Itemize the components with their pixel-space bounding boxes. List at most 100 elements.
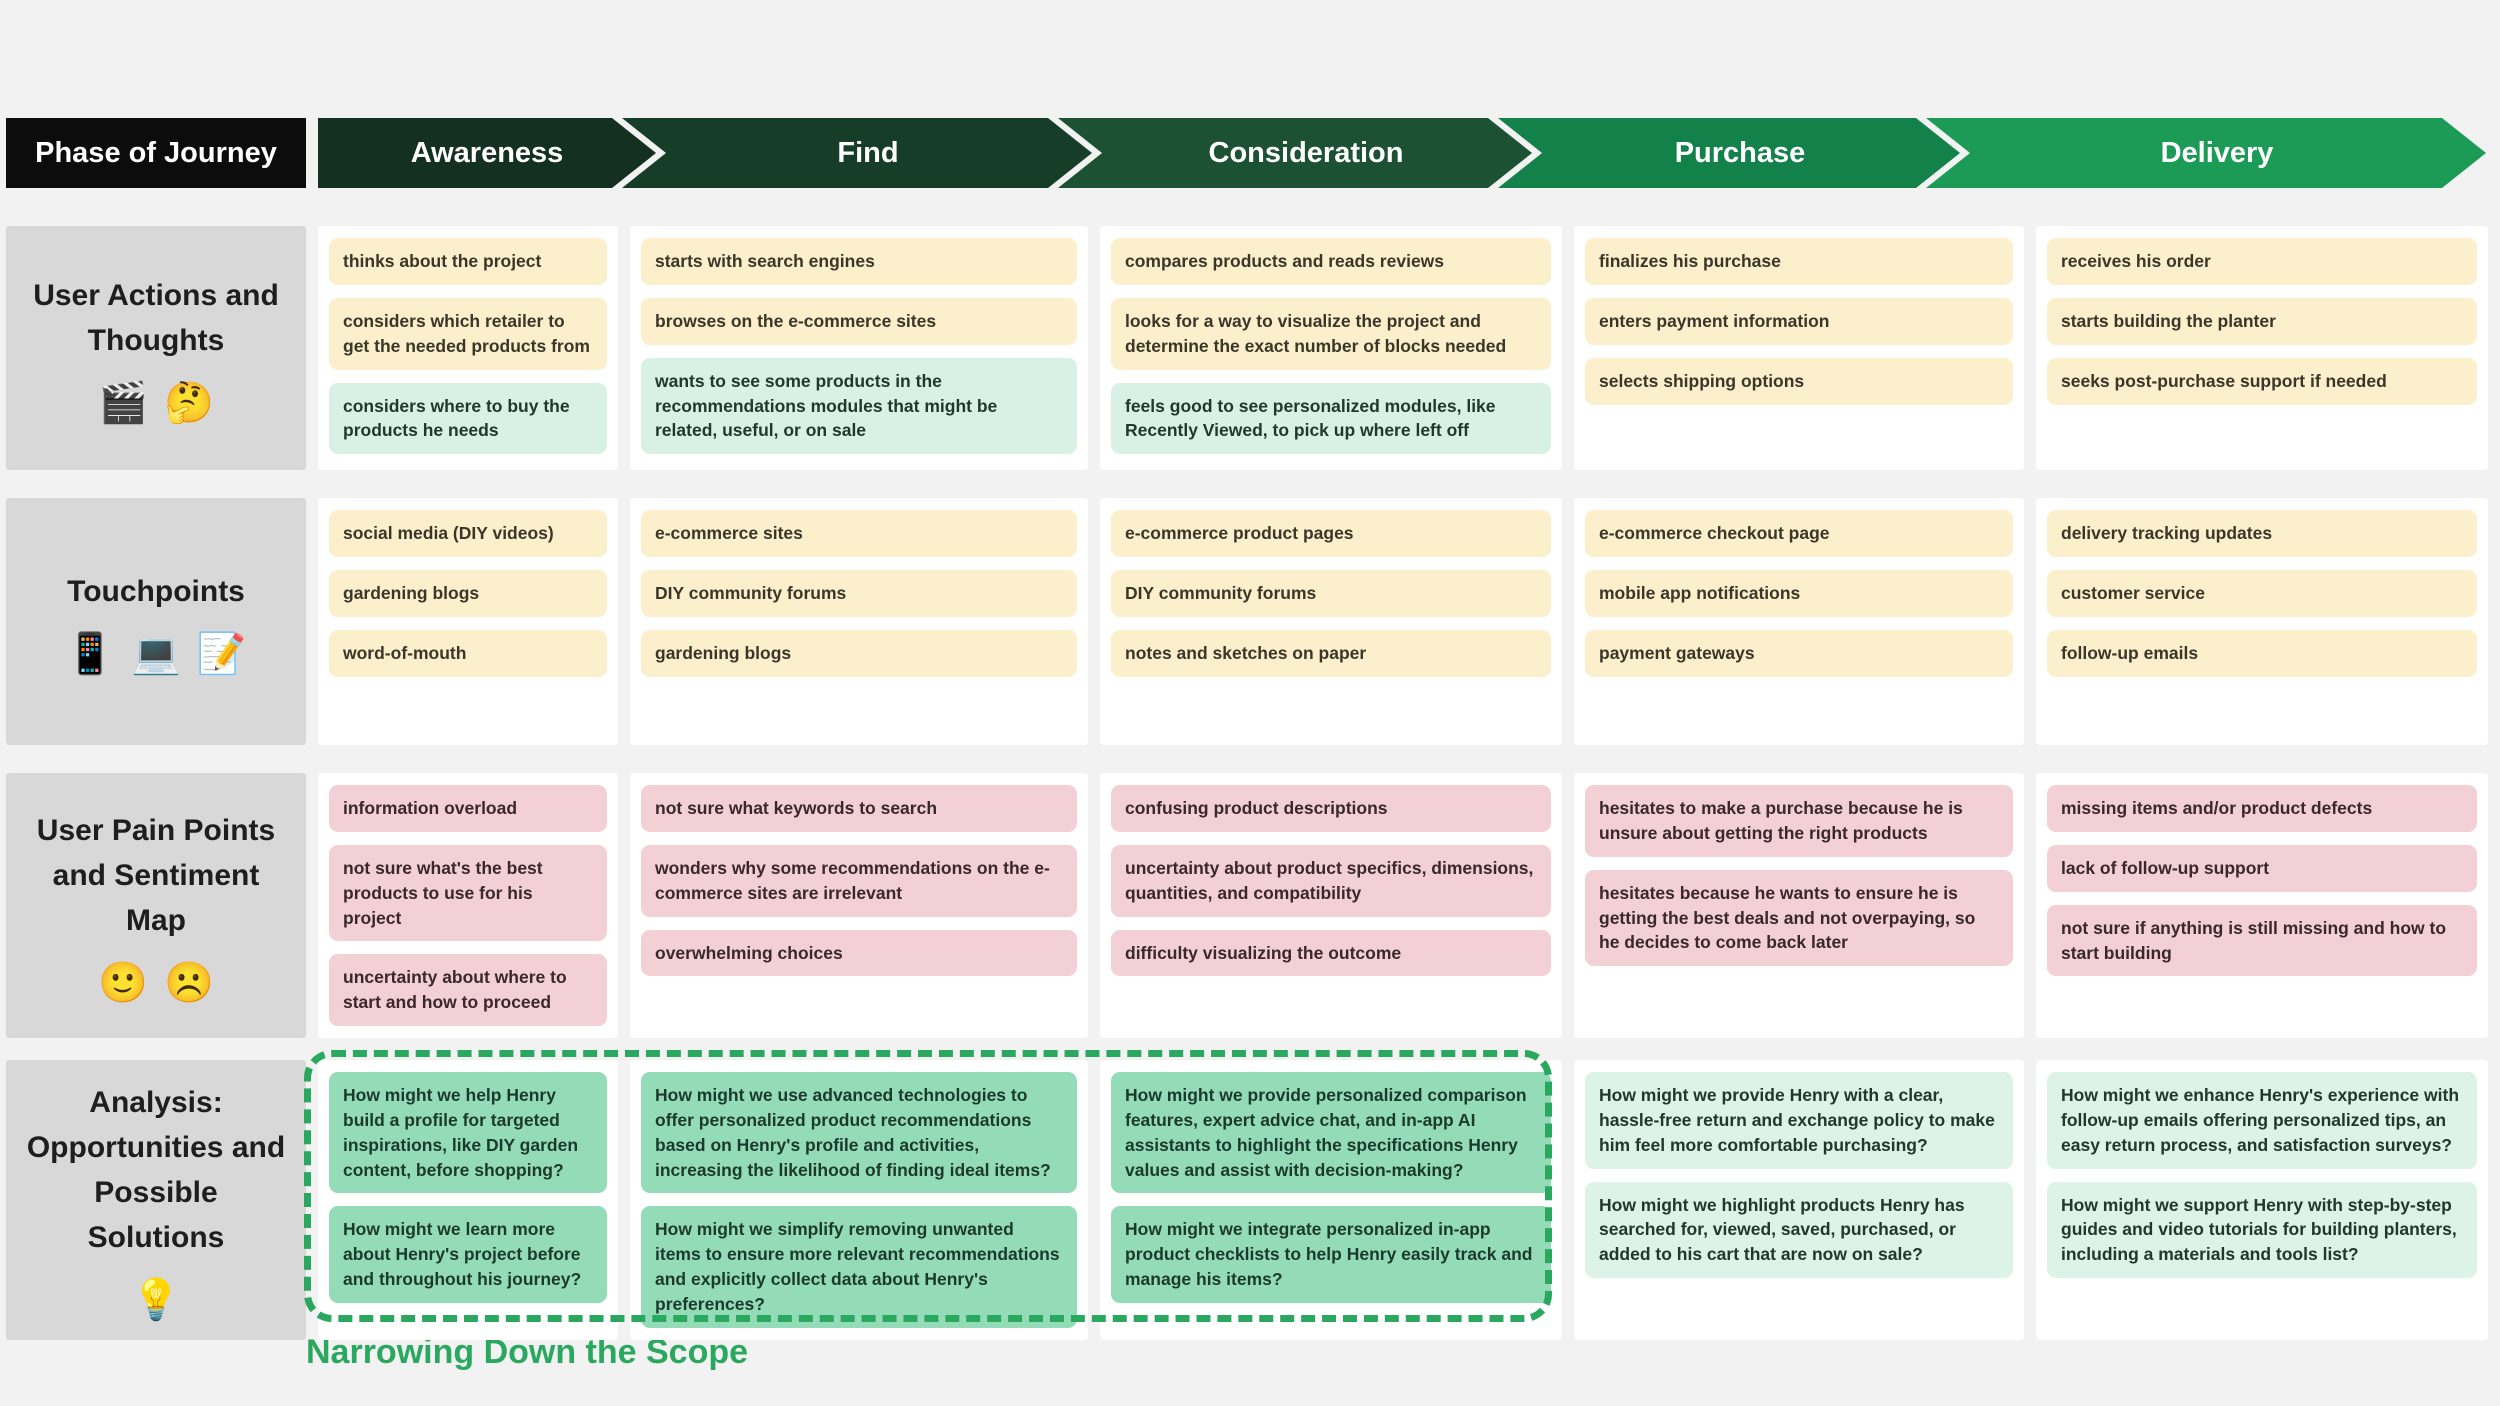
row-title-analysis: Analysis: Opportunities and Possible Sol… [26, 1085, 286, 1254]
journey-card: gardening blogs [329, 569, 607, 617]
panel-touch-delivery: delivery tracking updates customer servi… [2036, 498, 2488, 745]
memo-icon: 📝 [196, 631, 247, 677]
journey-card: payment gateways [1585, 629, 2013, 677]
phase-find-label: Find [837, 136, 899, 169]
journey-card: lack of follow-up support [2047, 844, 2477, 892]
phase-awareness-label: Awareness [410, 136, 564, 169]
journey-card: e-commerce sites [641, 510, 1077, 557]
journey-card: customer service [2047, 569, 2477, 617]
frowning-face-icon: ☹️ [164, 960, 214, 1007]
row-user-actions: User Actions and Thoughts 🎬 🤔 thinks abo… [6, 226, 2494, 470]
journey-card: notes and sketches on paper [1111, 629, 1551, 677]
journey-card: How might we integrate personalized in-a… [1111, 1206, 1551, 1303]
panel-touch-find: e-commerce sites DIY community forums ga… [630, 498, 1088, 745]
row-pain-points: User Pain Points and Sentiment Map 🙂 ☹️ … [6, 773, 2494, 1039]
journey-card: considers which retailer to get the need… [329, 297, 607, 370]
journey-card: How might we provide personalized compar… [1111, 1072, 1551, 1194]
journey-card: thinks about the project [329, 238, 607, 285]
phase-of-journey-label: Phase of Journey [6, 118, 306, 188]
panel-analysis-find: How might we use advanced technologies t… [630, 1060, 1088, 1340]
journey-card: e-commerce checkout page [1585, 510, 2013, 557]
panel-pain-awareness: information overload not sure what's the… [318, 773, 618, 1039]
row-label-user-actions: User Actions and Thoughts 🎬 🤔 [6, 226, 306, 470]
light-bulb-icon: 💡 [131, 1276, 181, 1323]
journey-card: wonders why some recommendations on the … [641, 844, 1077, 917]
mobile-phone-icon: 📱 [65, 631, 116, 677]
journey-card: missing items and/or product defects [2047, 785, 2477, 832]
journey-card: How might we learn more about Henry's pr… [329, 1206, 607, 1303]
journey-card: information overload [329, 785, 607, 832]
journey-card: not sure what's the best products to use… [329, 844, 607, 942]
laptop-icon: 💻 [131, 631, 181, 677]
phase-delivery-label: Delivery [2160, 136, 2274, 169]
thinking-face-icon: 🤔 [164, 380, 214, 426]
journey-card: hesitates because he wants to ensure he … [1585, 869, 2013, 967]
panel-touch-consideration: e-commerce product pages DIY community f… [1100, 498, 1562, 745]
journey-card: gardening blogs [641, 629, 1077, 677]
panel-pain-find: not sure what keywords to search wonders… [630, 773, 1088, 1039]
journey-card: How might we use advanced technologies t… [641, 1072, 1077, 1194]
row-label-analysis: Analysis: Opportunities and Possible Sol… [6, 1060, 306, 1340]
panel-analysis-consideration: How might we provide personalized compar… [1100, 1060, 1562, 1340]
row-icons-pain-points: 🙂 ☹️ [98, 963, 214, 1003]
journey-card: DIY community forums [641, 569, 1077, 617]
journey-card: starts building the planter [2047, 297, 2477, 345]
row-icons-analysis: 💡 [131, 1280, 181, 1320]
journey-card: How might we enhance Henry's experience … [2047, 1072, 2477, 1169]
journey-card: starts with search engines [641, 238, 1077, 285]
journey-card: follow-up emails [2047, 629, 2477, 677]
journey-card: social media (DIY videos) [329, 510, 607, 557]
panel-pain-consideration: confusing product descriptions uncertain… [1100, 773, 1562, 1039]
journey-card: overwhelming choices [641, 929, 1077, 977]
panel-analysis-delivery: How might we enhance Henry's experience … [2036, 1060, 2488, 1340]
journey-card: not sure if anything is still missing an… [2047, 904, 2477, 977]
phase-purchase-label: Purchase [1674, 136, 1806, 169]
phase-purchase: Purchase [1498, 118, 1960, 188]
row-icons-user-actions: 🎬 🤔 [98, 383, 214, 423]
journey-card: seeks post-purchase support if needed [2047, 357, 2477, 405]
panel-actions-consideration: compares products and reads reviews look… [1100, 226, 1562, 470]
journey-card: considers where to buy the products he n… [329, 382, 607, 455]
journey-card: DIY community forums [1111, 569, 1551, 617]
row-icons-touchpoints: 📱 💻 📝 [65, 634, 246, 674]
journey-card: How might we help Henry build a profile … [329, 1072, 607, 1194]
phase-delivery: Delivery [1926, 118, 2486, 188]
journey-card: hesitates to make a purchase because he … [1585, 785, 2013, 857]
panel-actions-delivery: receives his order starts building the p… [2036, 226, 2488, 470]
journey-card: mobile app notifications [1585, 569, 2013, 617]
slightly-smiling-face-icon: 🙂 [98, 960, 148, 1007]
journey-card: How might we highlight products Henry ha… [1585, 1181, 2013, 1279]
journey-card: receives his order [2047, 238, 2477, 285]
journey-map-board: Phase of Journey Awareness Find Consider… [6, 118, 2494, 1371]
journey-card: How might we support Henry with step-by-… [2047, 1181, 2477, 1279]
journey-card: enters payment information [1585, 297, 2013, 345]
phase-consideration: Consideration [1058, 118, 1532, 188]
journey-card: e-commerce product pages [1111, 510, 1551, 557]
row-title-user-actions: User Actions and Thoughts [33, 279, 279, 357]
journey-card: wants to see some products in the recomm… [641, 357, 1077, 455]
panel-analysis-awareness: How might we help Henry build a profile … [318, 1060, 618, 1340]
row-label-pain-points: User Pain Points and Sentiment Map 🙂 ☹️ [6, 773, 306, 1039]
row-touchpoints: Touchpoints 📱 💻 📝 social media (DIY vide… [6, 498, 2494, 745]
row-analysis: Analysis: Opportunities and Possible Sol… [6, 1050, 2494, 1340]
phase-awareness: Awareness [318, 118, 656, 188]
panel-pain-delivery: missing items and/or product defects lac… [2036, 773, 2488, 1039]
panel-actions-awareness: thinks about the project considers which… [318, 226, 618, 470]
journey-card: feels good to see personalized modules, … [1111, 382, 1551, 455]
panel-actions-purchase: finalizes his purchase enters payment in… [1574, 226, 2024, 470]
journey-card: browses on the e-commerce sites [641, 297, 1077, 345]
clapperboard-icon: 🎬 [98, 380, 148, 426]
journey-card: selects shipping options [1585, 357, 2013, 405]
panel-touch-purchase: e-commerce checkout page mobile app noti… [1574, 498, 2024, 745]
journey-card: finalizes his purchase [1585, 238, 2013, 285]
row-label-touchpoints: Touchpoints 📱 💻 📝 [6, 498, 306, 745]
journey-card: How might we simplify removing unwanted … [641, 1206, 1077, 1328]
panel-touch-awareness: social media (DIY videos) gardening blog… [318, 498, 618, 745]
journey-card: compares products and reads reviews [1111, 238, 1551, 285]
journey-card: not sure what keywords to search [641, 785, 1077, 832]
journey-card: difficulty visualizing the outcome [1111, 929, 1551, 977]
phase-consideration-label: Consideration [1208, 136, 1404, 169]
journey-phases-header: Phase of Journey Awareness Find Consider… [6, 118, 2494, 188]
journey-card: word-of-mouth [329, 629, 607, 677]
journey-card: looks for a way to visualize the project… [1111, 297, 1551, 370]
